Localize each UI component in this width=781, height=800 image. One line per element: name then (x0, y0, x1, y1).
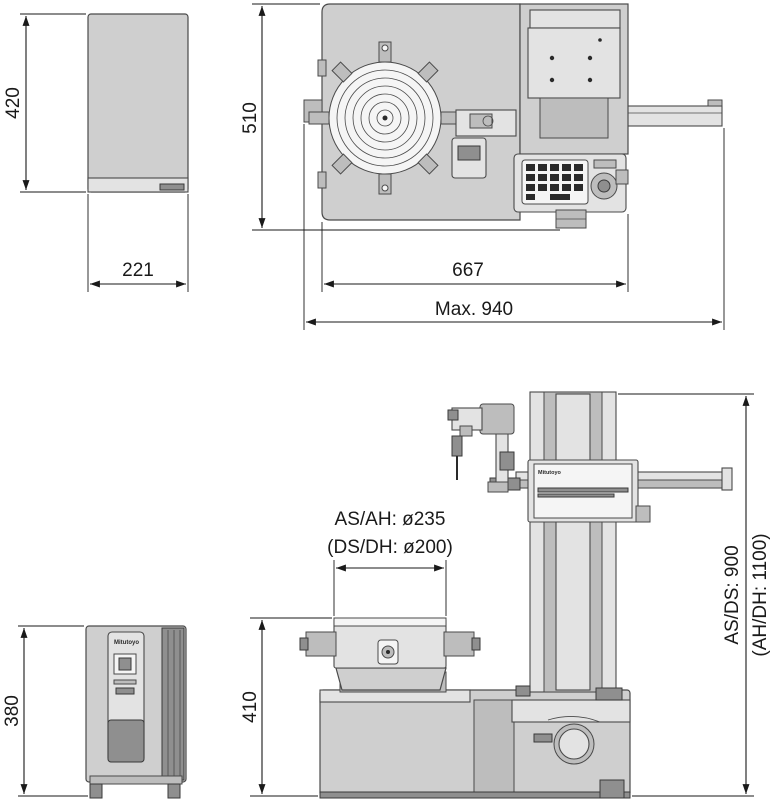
base-foot-right (599, 779, 625, 799)
dimension-top-right-max-width: Max. 940 (303, 124, 725, 330)
turntable-top (308, 41, 462, 195)
detector-top (469, 113, 493, 129)
dim-label-420: 420 (3, 87, 24, 119)
controller-front-view: Mitutoyo (85, 625, 187, 799)
base-right-top (511, 699, 631, 723)
dimension-bottom-right-base-height: 410 (240, 617, 332, 797)
dimension-table-diameter: AS/AH: ø235 (DS/DH: ø200) (327, 509, 453, 616)
carriage-logo: Mitutoyo (538, 470, 562, 476)
machine-front-view: Mitutoyo (299, 391, 733, 799)
caster-left (89, 783, 103, 799)
controller-lower-panel (107, 719, 145, 763)
dim-label-900: AS/DS: 900 (722, 545, 743, 644)
controller-port (115, 687, 135, 695)
side-knob-right (615, 169, 629, 185)
dim-label-221: 221 (122, 260, 154, 281)
dim-label-table-diameter-alt: (DS/DH: ø200) (327, 537, 453, 558)
controller-top-vent (159, 183, 185, 191)
dimension-top-right-height: 510 (240, 3, 560, 231)
base-center-block (473, 699, 515, 797)
dim-label-380: 380 (2, 695, 23, 727)
dim-label-510: 510 (240, 102, 261, 134)
dim-label-1100: (AH/DH: 1100) (750, 533, 771, 656)
turntable-jaw-right (443, 631, 475, 657)
column-panel (527, 27, 621, 99)
controller-top-body (87, 13, 189, 193)
carriage-label-strip (537, 487, 629, 493)
detector-head (479, 403, 515, 435)
dimension-bottom-right-total-height: AS/DS: 900 (AH/DH: 1100) (618, 393, 771, 797)
dim-label-max-940: Max. 940 (435, 299, 513, 320)
controller-side-fins (161, 627, 185, 781)
table-clamp-left-bottom (317, 171, 327, 189)
column-cap (529, 9, 621, 29)
base-switch (533, 733, 553, 743)
machine-top-view (303, 3, 723, 229)
turntable-front (299, 617, 481, 693)
detector-window (457, 145, 481, 161)
table-clamp-left-top (317, 59, 327, 77)
detector-probe-body (451, 435, 463, 457)
dimension-top-right-width: 667 (321, 214, 629, 292)
column-front (515, 391, 623, 701)
dimension-bottom-left-height: 380 (2, 625, 88, 797)
dim-label-667: 667 (452, 260, 484, 281)
detector-front (447, 403, 515, 493)
dimension-top-left-width: 221 (87, 194, 189, 292)
control-panel-top (513, 153, 627, 229)
dim-label-410: 410 (240, 691, 261, 723)
turntable-jaw-left (305, 631, 337, 657)
dim-label-table-diameter: AS/AH: ø235 (335, 509, 446, 530)
controller-top-view (87, 13, 189, 193)
column-body (539, 97, 609, 139)
carriage-front: Mitutoyo (527, 459, 651, 523)
caster-right (167, 783, 181, 799)
dimension-top-left-height: 420 (3, 13, 86, 193)
arm-end-cap (707, 99, 723, 107)
controller-logo: Mitutoyo (114, 640, 139, 646)
